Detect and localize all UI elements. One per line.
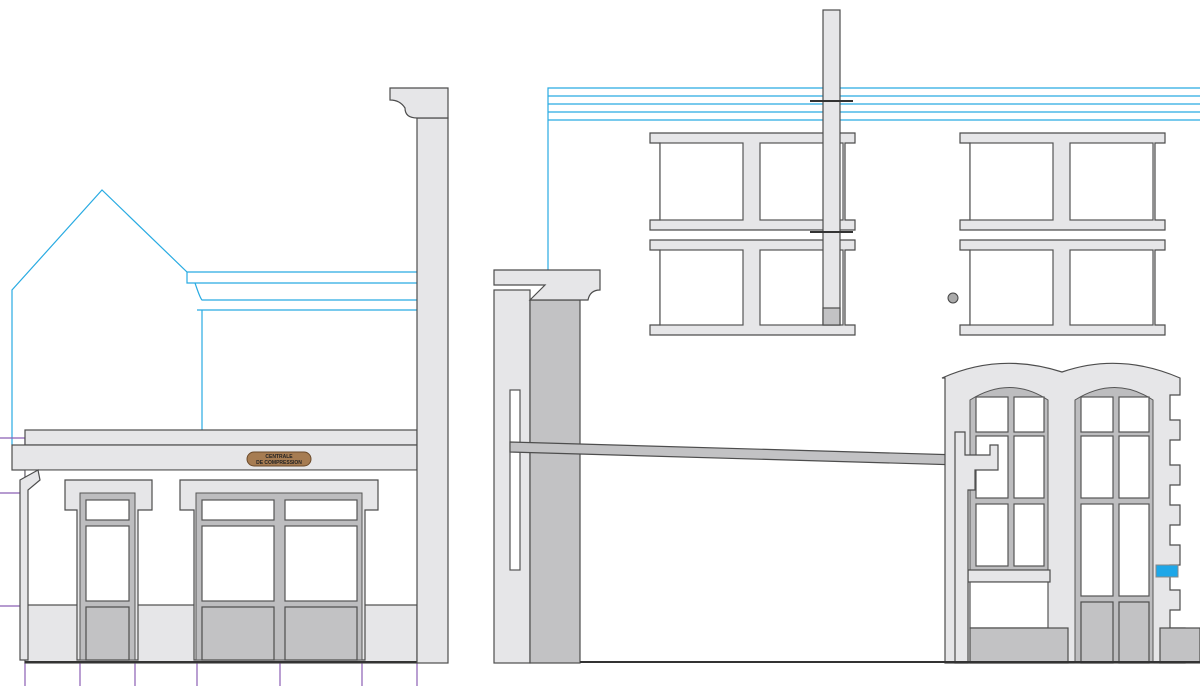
blue-plaque — [1155, 564, 1179, 578]
left-annex-building: CENTRALE DE COMPRESSION — [11, 429, 418, 664]
arched-door-bay — [941, 362, 1200, 664]
round-fixture — [947, 292, 959, 304]
window-right-upper — [959, 132, 1166, 336]
chimney-pipe — [810, 9, 853, 326]
purple-dimension-lines — [0, 437, 418, 686]
upper-windows — [649, 132, 1166, 336]
sign-line-2: DE COMPRESSION — [256, 460, 302, 466]
window-left-upper — [649, 132, 856, 336]
left-blue-outline — [11, 189, 417, 445]
gate-pier — [493, 269, 601, 664]
company-sign: CENTRALE DE COMPRESSION — [246, 451, 312, 467]
sign-line-1: CENTRALE — [265, 454, 293, 460]
top-blue-lines — [547, 87, 1200, 270]
tall-pillar — [389, 87, 449, 664]
